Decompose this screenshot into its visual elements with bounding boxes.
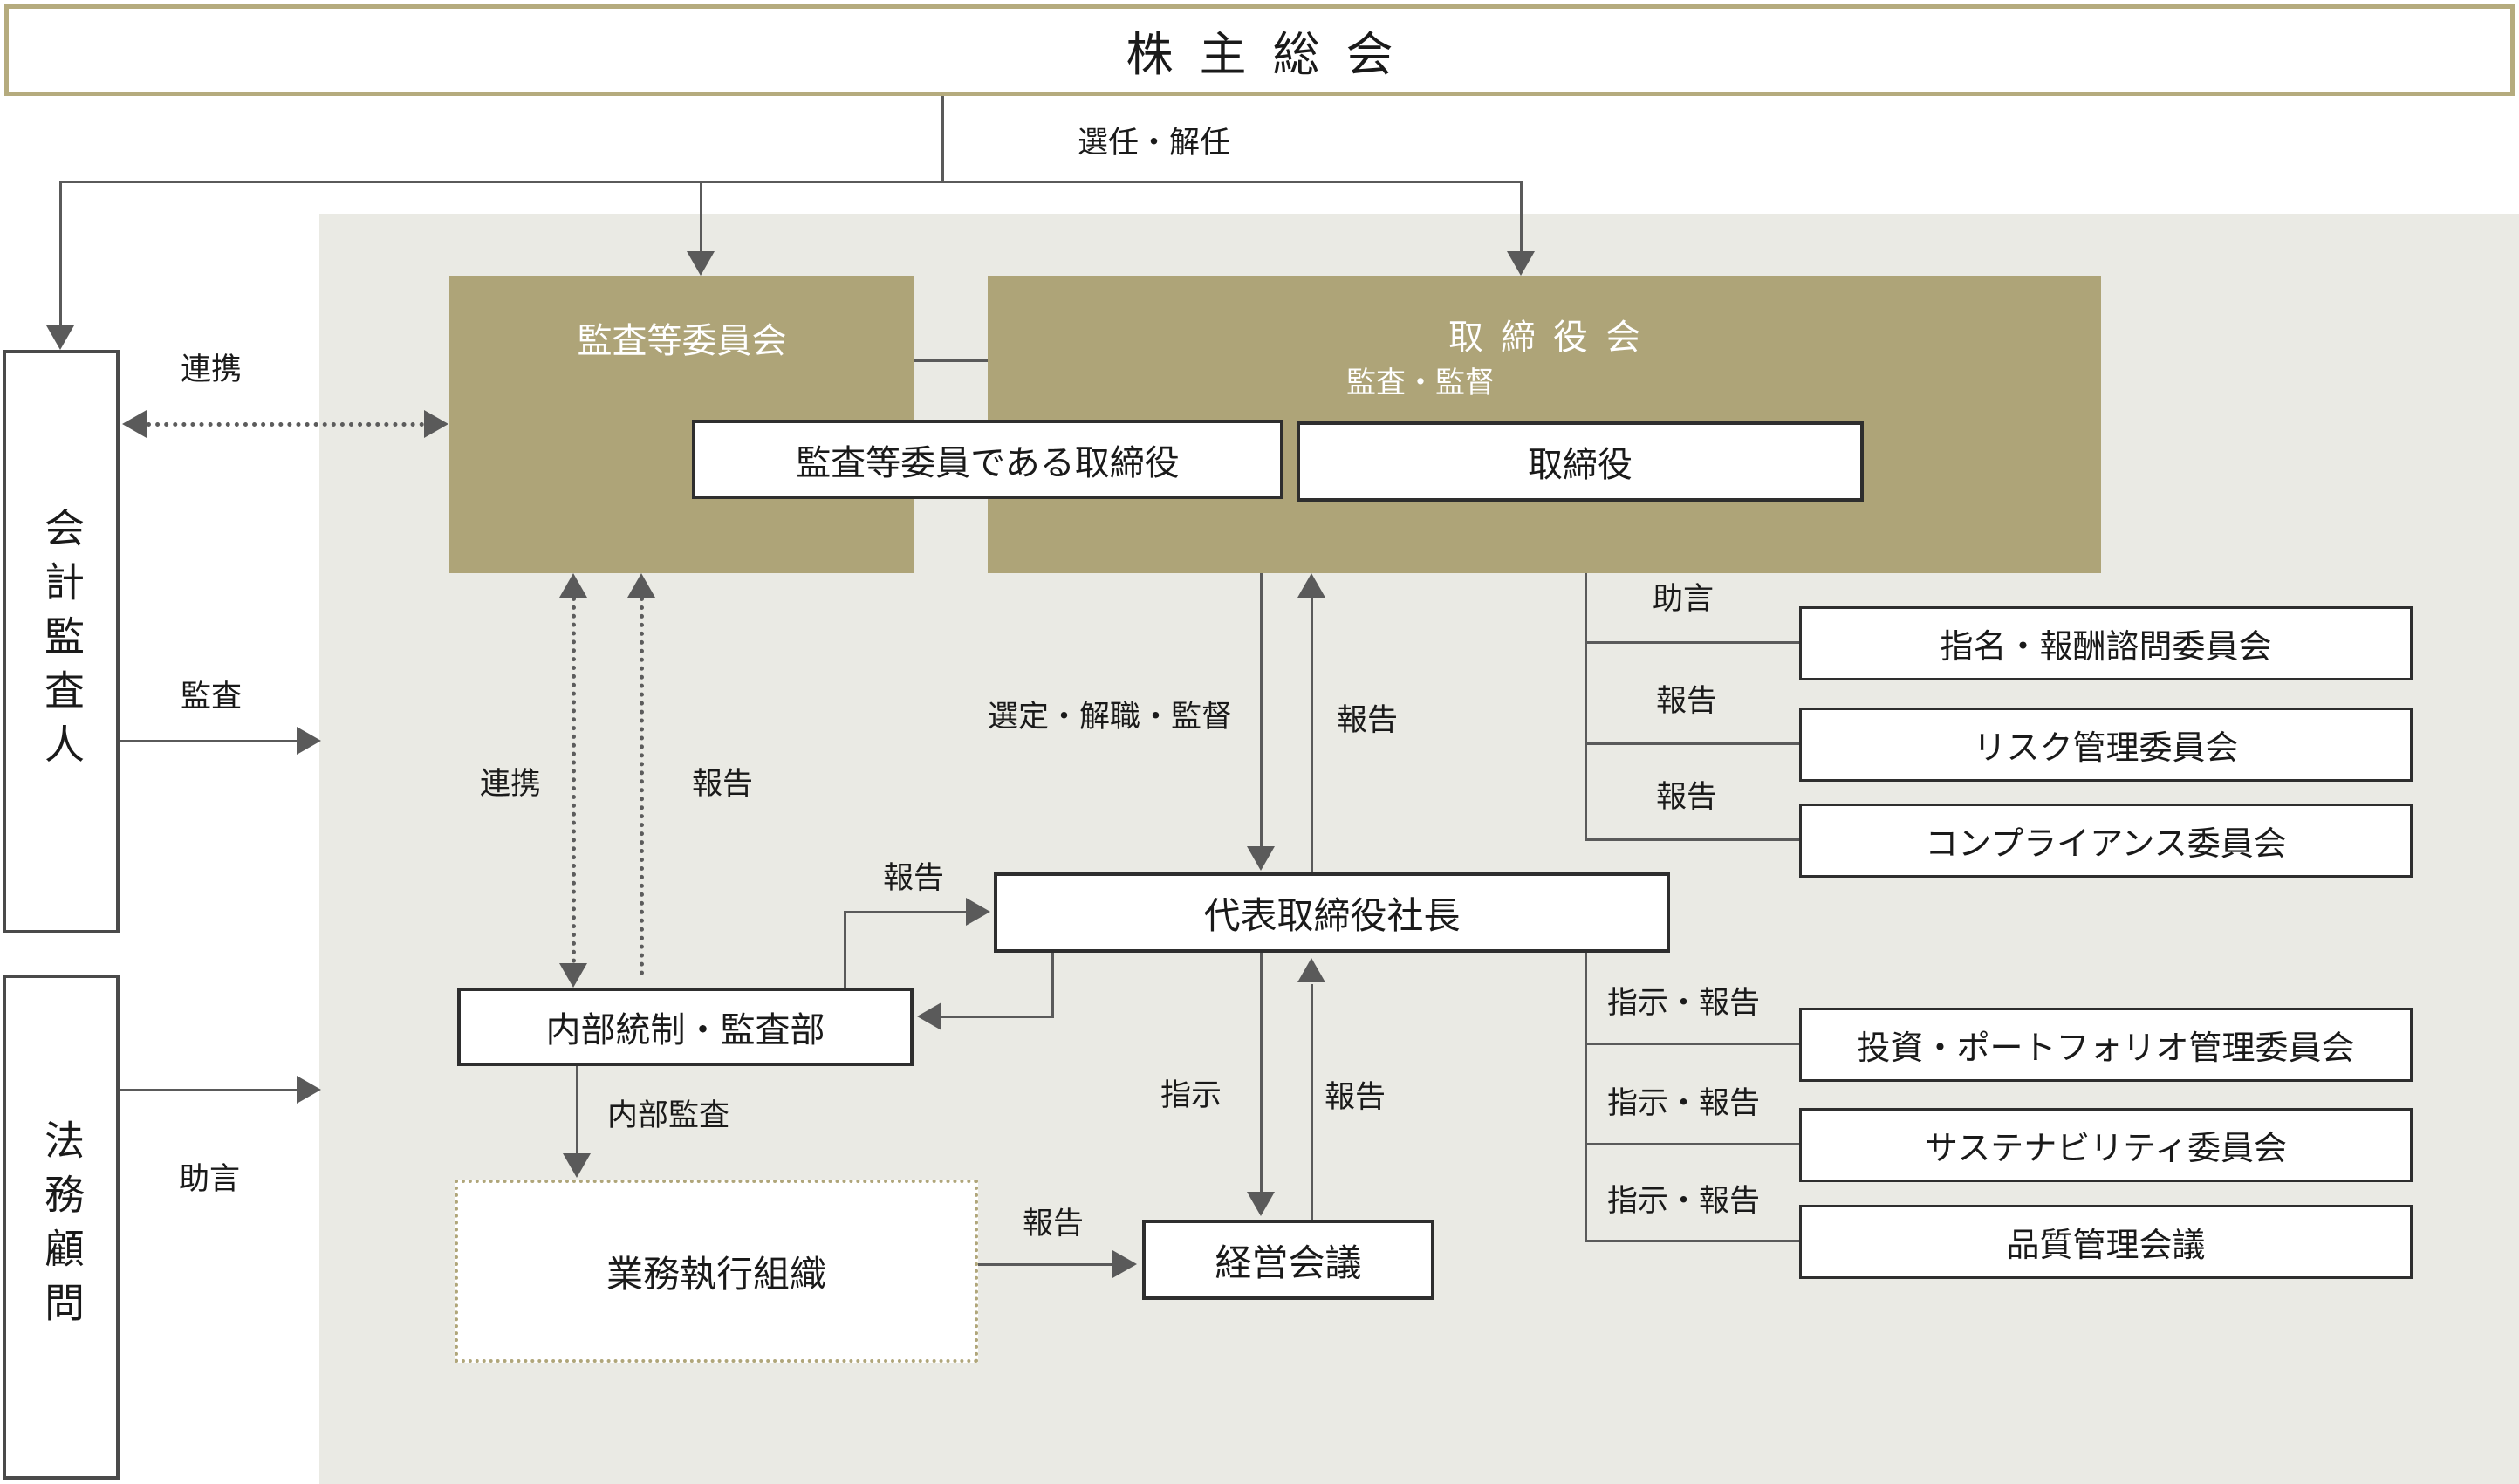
node-investment-portfolio-committee: 投資・ポートフォリオ管理委員会 xyxy=(1799,1008,2413,1082)
node-risk-management-committee: リスク管理委員会 xyxy=(1799,708,2413,782)
arrowhead-into-accounting-auditor xyxy=(46,325,74,350)
connector-report-mm-up xyxy=(1311,984,1313,1220)
label-report-to-board: 報告 xyxy=(1337,703,1399,737)
connector-branch-nomination xyxy=(1585,641,1799,644)
connector-president-to-ic-v xyxy=(1051,953,1054,1018)
node-shareholders-meeting: 株主総会 xyxy=(4,4,2515,96)
label-instruct-president-to-mm: 指示 xyxy=(1160,1078,1222,1112)
node-sustainability-committee: サステナビリティ委員会 xyxy=(1799,1108,2413,1182)
node-legal-advisor: 法務顧問 xyxy=(3,975,120,1480)
node-accounting-auditor: 会計監査人 xyxy=(3,350,120,933)
connector-board-committees-trunk xyxy=(1585,573,1587,841)
arrowhead-report-mm-into-president xyxy=(1297,958,1325,982)
business-execution-org-label: 業務執行組織 xyxy=(606,1255,826,1296)
connector-report-up-to-board xyxy=(1311,598,1313,872)
label-report-board-2: 報告 xyxy=(1656,780,1718,814)
label-instruct-report-3: 指示・報告 xyxy=(1607,1184,1761,1218)
label-instruct-report-2: 指示・報告 xyxy=(1607,1086,1761,1120)
management-meeting-label: 経営会議 xyxy=(1215,1243,1362,1284)
node-management-meeting: 経営会議 xyxy=(1142,1220,1434,1300)
label-advice-board: 助言 xyxy=(1653,582,1715,616)
connector-branch-quality xyxy=(1585,1240,1799,1242)
directors-label: 取締役 xyxy=(1528,445,1633,484)
node-nomination-compensation-committee: 指名・報酬諮問委員会 xyxy=(1799,606,2413,680)
arrowhead-into-audit-committee xyxy=(687,251,715,276)
audit-committee-directors-label: 監査等委員である取締役 xyxy=(796,442,1180,482)
connector-drop-audit-committee xyxy=(700,182,702,251)
connector-distributor xyxy=(59,181,1523,183)
investment-portfolio-committee-label: 投資・ポートフォリオ管理委員会 xyxy=(1857,1030,2355,1067)
arrowhead-cooperation-left xyxy=(122,410,147,438)
connector-branch-compliance xyxy=(1585,838,1799,841)
arrowhead-report-into-board xyxy=(1297,573,1325,598)
connector-ic-to-president-v xyxy=(844,911,846,988)
connector-branch-risk xyxy=(1585,742,1799,745)
node-compliance-committee: コンプライアンス委員会 xyxy=(1799,804,2413,878)
arrowhead-into-board xyxy=(1507,251,1535,276)
label-report-internal: 報告 xyxy=(692,767,754,801)
label-report-ic-to-president: 報告 xyxy=(883,861,945,895)
board-of-directors-label: 取締役会 xyxy=(1448,318,1658,357)
label-select-dismiss-supervise: 選定・解職・監督 xyxy=(988,700,1233,734)
label-advice-legal: 助言 xyxy=(179,1162,241,1196)
connector-internal-audit xyxy=(576,1066,578,1153)
connector-president-committees-trunk xyxy=(1585,953,1587,1242)
connector-drop-accounting-auditor xyxy=(59,182,62,325)
label-cooperation-auditor: 連携 xyxy=(181,352,243,386)
connector-instruct-down xyxy=(1260,953,1263,1192)
shareholders-meeting-label: 株主総会 xyxy=(1126,29,1420,81)
label-report-mm-to-president: 報告 xyxy=(1325,1080,1386,1114)
nomination-compensation-committee-label: 指名・報酬諮問委員会 xyxy=(1940,629,2272,666)
label-audit: 監査 xyxy=(181,680,243,714)
accounting-auditor-label: 会計監査人 xyxy=(39,506,84,777)
arrowhead-internal-audit xyxy=(563,1153,591,1178)
connector-report-internal-dotted xyxy=(640,597,644,975)
connector-audit-arrow xyxy=(120,740,297,742)
connector-branch-sustainability xyxy=(1585,1143,1799,1145)
label-report-board-1: 報告 xyxy=(1656,684,1718,718)
quality-management-meeting-label: 品質管理会議 xyxy=(2006,1228,2206,1264)
label-report-exec-to-mm: 報告 xyxy=(1023,1207,1085,1241)
president-label: 代表取締役社長 xyxy=(1203,896,1461,937)
label-audit-supervise: 監査・監督 xyxy=(1346,367,1495,400)
node-quality-management-meeting: 品質管理会議 xyxy=(1799,1205,2413,1279)
node-directors: 取締役 xyxy=(1297,421,1864,502)
connector-cooperation-dotted xyxy=(147,422,424,427)
internal-control-audit-dept-label: 内部統制・監査部 xyxy=(545,1010,825,1050)
arrowhead-report-ic-into-president xyxy=(966,898,990,926)
node-internal-control-audit-dept: 内部統制・監査部 xyxy=(457,988,914,1066)
label-internal-audit: 内部監査 xyxy=(607,1098,730,1132)
connector-drop-board xyxy=(1520,182,1523,251)
connector-president-to-ic-h xyxy=(941,1016,1054,1018)
legal-advisor-label: 法務顧問 xyxy=(39,1118,84,1336)
connector-stem-from-title xyxy=(941,96,944,181)
sustainability-committee-label: サステナビリティ委員会 xyxy=(1925,1131,2287,1167)
arrowhead-select-into-president xyxy=(1247,846,1275,871)
arrowhead-report-internal-up xyxy=(627,573,655,598)
label-appoint-dismiss: 選任・解任 xyxy=(1078,126,1231,160)
connector-ic-to-president-h xyxy=(844,911,966,913)
label-cooperation-internal: 連携 xyxy=(480,767,542,801)
node-president: 代表取締役社長 xyxy=(994,872,1670,953)
arrowhead-report-exec xyxy=(1112,1250,1137,1278)
connector-cooperation-internal-dotted xyxy=(572,597,576,963)
audit-committee-label: 監査等委員会 xyxy=(577,321,787,360)
compliance-committee-label: コンプライアンス委員会 xyxy=(1925,826,2287,863)
arrowhead-audit xyxy=(297,727,321,755)
arrowhead-instruct-into-mm xyxy=(1247,1192,1275,1216)
label-instruct-report-1: 指示・報告 xyxy=(1607,986,1761,1020)
connector-report-exec-to-mm xyxy=(978,1263,1112,1266)
arrowhead-cooperation-internal-down xyxy=(559,963,587,988)
risk-management-committee-label: リスク管理委員会 xyxy=(1973,730,2239,767)
connector-branch-investment xyxy=(1585,1043,1799,1045)
arrowhead-advice xyxy=(297,1076,321,1104)
arrowhead-cooperation-right xyxy=(424,410,448,438)
arrowhead-cooperation-internal-up xyxy=(559,573,587,598)
node-audit-committee-directors: 監査等委員である取締役 xyxy=(692,420,1283,499)
connector-select-down xyxy=(1260,571,1263,846)
node-business-execution-org: 業務執行組織 xyxy=(455,1180,978,1363)
arrowhead-president-into-ic xyxy=(917,1002,941,1030)
connector-advice-arrow xyxy=(120,1089,297,1091)
